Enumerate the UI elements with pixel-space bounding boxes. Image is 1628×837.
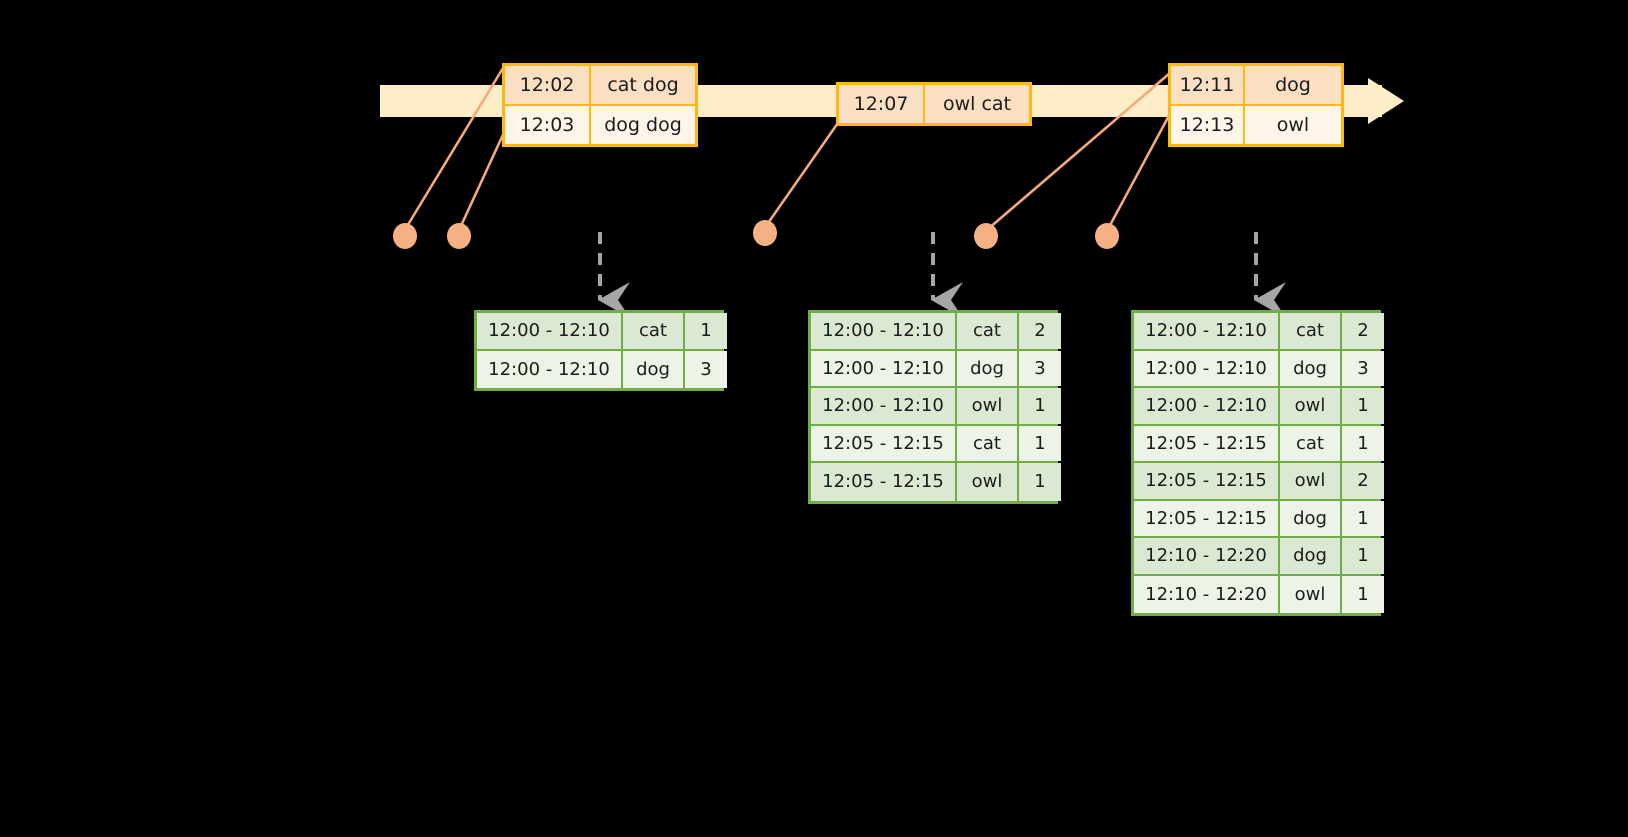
cell-window: 12:00 - 12:10 <box>811 388 957 424</box>
cell-window: 12:00 - 12:10 <box>477 350 623 388</box>
cell-key: cat <box>957 425 1019 461</box>
cell-window: 12:00 - 12:10 <box>1134 313 1280 349</box>
event-row: 12:03 dog dog <box>505 104 695 144</box>
cell-window: 12:00 - 12:10 <box>811 350 957 386</box>
cell-key: dog <box>1280 538 1342 574</box>
event-row: 12:11 dog <box>1171 66 1341 104</box>
connector-dot-5 <box>1095 223 1119 249</box>
cell-count: 1 <box>685 313 727 349</box>
cell-key: owl <box>1280 463 1342 499</box>
cell-count: 3 <box>1342 350 1384 386</box>
cell-key: cat <box>1280 313 1342 349</box>
cell-window: 12:00 - 12:10 <box>811 313 957 349</box>
cell-count: 2 <box>1342 463 1384 499</box>
connector-dot-4 <box>974 223 998 249</box>
cell-key: dog <box>1280 350 1342 386</box>
cell-count: 3 <box>685 350 727 388</box>
cell-key: owl <box>1280 388 1342 424</box>
event-time: 12:13 <box>1171 106 1245 144</box>
cell-key: dog <box>957 350 1019 386</box>
cell-key: cat <box>957 313 1019 349</box>
cell-window: 12:10 - 12:20 <box>1134 538 1280 574</box>
cell-count: 1 <box>1019 463 1061 501</box>
event-row: 12:02 cat dog <box>505 66 695 104</box>
cell-window: 12:05 - 12:15 <box>1134 463 1280 499</box>
event-row: 12:13 owl <box>1171 104 1341 144</box>
cell-key: owl <box>1280 575 1342 613</box>
cell-window: 12:10 - 12:20 <box>1134 575 1280 613</box>
event-text: owl cat <box>925 85 1029 123</box>
cell-count: 2 <box>1019 313 1061 349</box>
connector-dot-1 <box>393 223 417 249</box>
cell-key: dog <box>1280 500 1342 536</box>
cell-window: 12:00 - 12:10 <box>1134 388 1280 424</box>
cell-count: 1 <box>1019 388 1061 424</box>
cell-count: 3 <box>1019 350 1061 386</box>
cell-count: 1 <box>1342 500 1384 536</box>
cell-window: 12:05 - 12:15 <box>811 425 957 461</box>
cell-count: 1 <box>1342 575 1384 613</box>
cell-key: cat <box>623 313 685 349</box>
cell-window: 12:05 - 12:15 <box>1134 500 1280 536</box>
timeline-arrowhead-icon <box>1368 78 1404 124</box>
cell-key: dog <box>623 350 685 388</box>
event-time: 12:03 <box>505 106 591 144</box>
event-text: cat dog <box>591 66 695 104</box>
cell-key: cat <box>1280 425 1342 461</box>
cell-key: owl <box>957 388 1019 424</box>
event-box-1[interactable]: 12:02 cat dog 12:03 dog dog <box>502 63 698 147</box>
cell-count: 1 <box>1019 425 1061 461</box>
cell-count: 1 <box>1342 425 1384 461</box>
event-text: dog dog <box>591 106 695 144</box>
event-box-2[interactable]: 12:07 owl cat <box>836 82 1032 126</box>
cell-count: 1 <box>1342 388 1384 424</box>
connector-dot-2 <box>447 223 471 249</box>
cell-count: 1 <box>1342 538 1384 574</box>
connector-dot-3 <box>753 220 777 246</box>
event-row: 12:07 owl cat <box>839 85 1029 123</box>
cell-window: 12:00 - 12:10 <box>477 313 623 349</box>
cell-window: 12:05 - 12:15 <box>811 463 957 501</box>
cell-window: 12:05 - 12:15 <box>1134 425 1280 461</box>
event-time: 12:02 <box>505 66 591 104</box>
cell-key: owl <box>957 463 1019 501</box>
cell-window: 12:00 - 12:10 <box>1134 350 1280 386</box>
cell-count: 2 <box>1342 313 1384 349</box>
event-time: 12:07 <box>839 85 925 123</box>
event-text: owl <box>1245 106 1341 144</box>
event-time: 12:11 <box>1171 66 1245 104</box>
event-text: dog <box>1245 66 1341 104</box>
event-box-3[interactable]: 12:11 dog 12:13 owl <box>1168 63 1344 147</box>
